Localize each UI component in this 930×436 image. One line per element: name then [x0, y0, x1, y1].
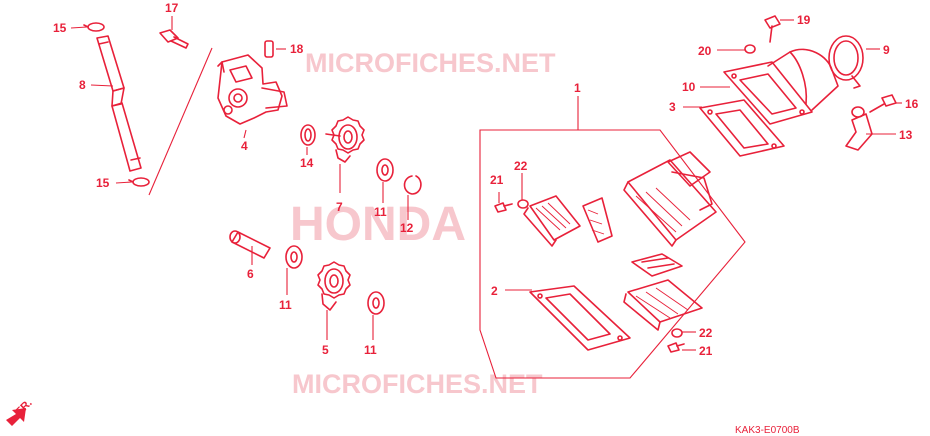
reed-petal-part: [582, 197, 613, 243]
part-number: 11: [374, 205, 387, 219]
washer-part: [671, 328, 683, 338]
washer-part: [517, 199, 529, 209]
washer-part: [376, 158, 394, 182]
bolt-part: [869, 94, 897, 113]
reed-valve-part: [523, 195, 581, 247]
part-number: 11: [279, 298, 292, 312]
part-number: 11: [364, 343, 377, 357]
part-number: 2: [491, 284, 498, 298]
bracket-part: [845, 106, 873, 151]
screw-part: [494, 202, 513, 213]
washer-part: [285, 245, 303, 269]
gasket-part: [699, 99, 785, 157]
part-number: 14: [300, 156, 314, 170]
watermark-bottom: MICROFICHES.NET: [292, 369, 543, 399]
reed-stopper-part: [631, 253, 683, 277]
reed-block-part: [623, 279, 703, 331]
washer-part: [300, 124, 316, 146]
bolt-part: [159, 29, 189, 49]
shaft-part: [229, 230, 271, 259]
gasket-part: [529, 285, 631, 351]
clip-part: [83, 22, 105, 32]
part-number: 12: [400, 221, 414, 235]
part-number: 18: [290, 42, 304, 56]
washer-part: [367, 291, 385, 315]
part-number: 7: [336, 200, 343, 214]
part-number: 4: [241, 139, 248, 153]
part-number: 3: [669, 100, 676, 114]
gear-part: [325, 116, 365, 163]
watermark-top: MICROFICHES.NET: [305, 48, 556, 78]
gear-part: [317, 261, 351, 311]
part-number: 1: [574, 81, 581, 95]
part-number: 13: [899, 128, 913, 142]
part-number: 8: [79, 78, 86, 92]
part-number: 9: [883, 43, 890, 57]
intake-pipe-part: [723, 48, 839, 125]
part-number: 6: [247, 267, 254, 281]
part-number: 15: [53, 21, 67, 35]
part-number: 19: [797, 13, 811, 27]
part-number: 20: [698, 44, 712, 58]
part-number: 22: [514, 159, 528, 173]
clamp-part: [828, 35, 864, 89]
part-number: 21: [490, 173, 504, 187]
diagram-code: KAK3-E0700B: [735, 425, 800, 436]
front-direction-arrow: FR.: [6, 397, 35, 426]
screw-part: [667, 342, 685, 353]
part-number: 5: [322, 343, 329, 357]
reed-cage-part: [623, 151, 717, 247]
part-number: 10: [682, 80, 696, 94]
washer-part: [744, 44, 756, 54]
part-number: 16: [905, 97, 919, 111]
circlip-part: [403, 175, 422, 195]
clip-part: [128, 177, 150, 187]
part-number: 15: [96, 176, 110, 190]
bolt-part: [764, 15, 781, 43]
pin-part: [264, 40, 274, 58]
part-number: 21: [699, 344, 713, 358]
watermark-center: HONDA: [290, 198, 466, 251]
hose-part: [96, 35, 142, 172]
part-number: 17: [165, 1, 179, 15]
part-number: 22: [699, 326, 713, 340]
oil-pump-part: [217, 54, 288, 125]
